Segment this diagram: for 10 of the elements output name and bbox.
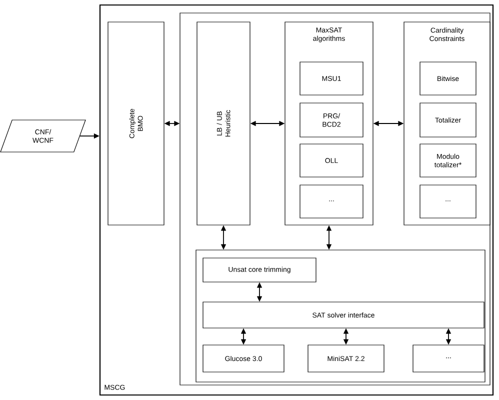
- arrow: [446, 328, 452, 345]
- arrow: [373, 120, 404, 126]
- arrow: [240, 328, 246, 345]
- arrow: [343, 328, 349, 345]
- arrow: [250, 120, 285, 126]
- arrow: [326, 225, 332, 250]
- arrow: [256, 282, 262, 302]
- arrow: [220, 225, 226, 250]
- arrow: [164, 120, 180, 126]
- arrow: [80, 133, 100, 139]
